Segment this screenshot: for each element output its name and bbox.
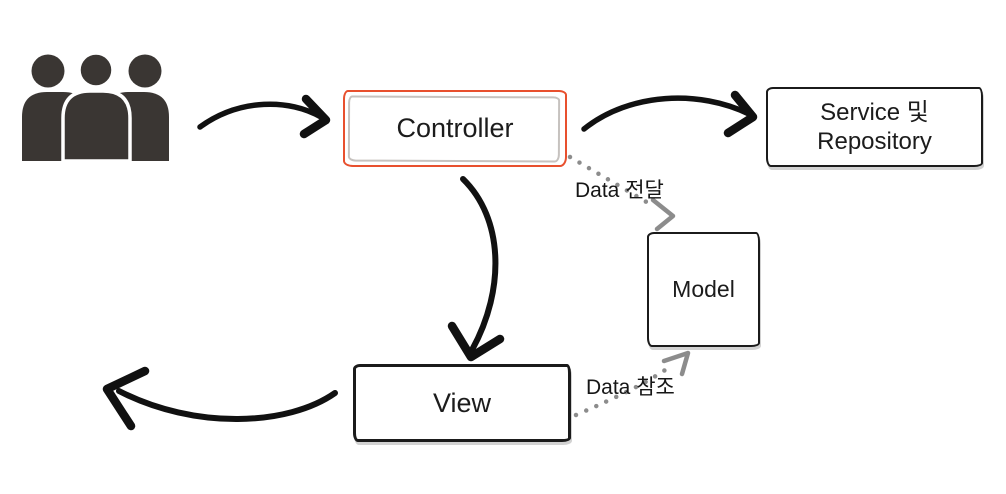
arrow-controller-to-view-head xyxy=(447,321,505,362)
model-label: Model xyxy=(672,276,735,302)
data-ref-edge-label: Data 참조 xyxy=(586,376,675,399)
users-icon xyxy=(22,51,169,163)
user-head-left xyxy=(31,54,65,88)
solid-arrows xyxy=(102,90,758,431)
arrow-view-to-users xyxy=(116,388,338,422)
user-head-right xyxy=(128,54,162,88)
user-head-center xyxy=(77,51,115,89)
arrow-users-to-controller xyxy=(197,101,324,130)
arrow-controller-to-model-head xyxy=(650,197,676,232)
service-label-line1: Service 및 xyxy=(820,99,929,126)
arrow-view-to-users-head xyxy=(102,366,150,431)
arrow-controller-to-view xyxy=(460,176,499,353)
controller-box: Controller xyxy=(343,90,567,167)
service-repository-box: Service 및 Repository xyxy=(766,87,983,167)
user-body-center xyxy=(61,89,132,163)
data-pass-edge-label: Data 전달 xyxy=(575,179,664,202)
controller-label: Controller xyxy=(396,113,514,143)
service-label-line2: Repository xyxy=(817,128,932,155)
model-box: Model xyxy=(647,232,760,347)
view-box: View xyxy=(353,364,571,442)
arrow-controller-to-service xyxy=(581,95,752,132)
view-label: View xyxy=(432,387,492,418)
dotted-arrows xyxy=(567,154,691,418)
arrow-users-to-controller-head xyxy=(299,94,331,139)
arrow-view-to-model-head xyxy=(661,350,691,377)
arrow-controller-to-service-head xyxy=(723,90,758,138)
